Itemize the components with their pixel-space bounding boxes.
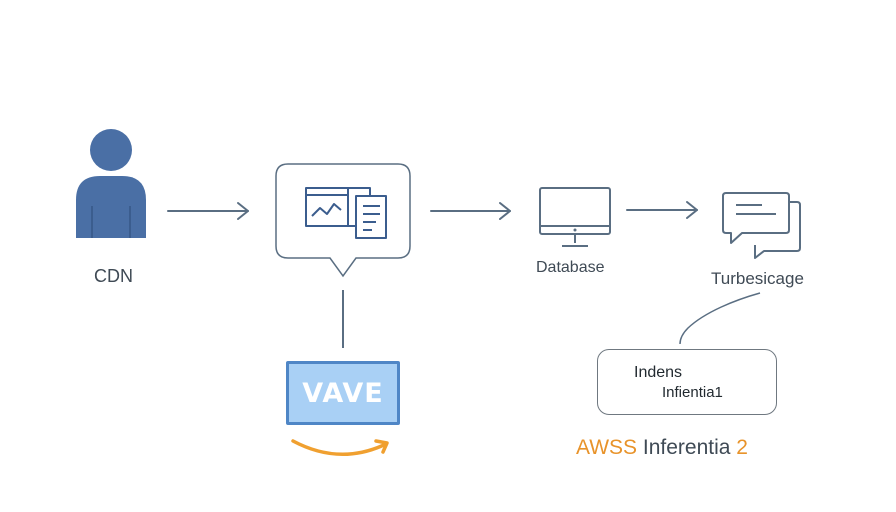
- arrow-cdn-to-processor: [167, 202, 249, 220]
- connector-turbo-to-inferentia: [679, 292, 761, 345]
- amazon-smile-logo: [291, 439, 389, 457]
- vave-box: VAVE: [286, 361, 400, 425]
- user-icon: [76, 129, 146, 238]
- arrow-processor-to-database: [430, 202, 511, 220]
- cdn-label: CDN: [94, 266, 133, 286]
- inferentia-box-line2: Infientia1: [662, 384, 723, 401]
- inferentia-box: [597, 349, 777, 415]
- database-label: Database: [536, 259, 605, 276]
- arrow-database-to-turbo: [626, 201, 698, 219]
- document-chart-icon: [305, 187, 387, 239]
- monitor-icon: [539, 187, 611, 247]
- inferentia-box-line1: Indens: [634, 364, 683, 381]
- vave-label: VAVE: [302, 377, 384, 409]
- aws-title-suffix: 2: [736, 436, 748, 459]
- monitor-power-dot: [573, 228, 577, 232]
- aws-title-prefix: AWSS: [576, 436, 638, 459]
- processor-bubble: [275, 163, 411, 278]
- aws-inferentia-title: AWSS Inferentia 2: [576, 436, 748, 460]
- aws-title-middle: Inferentia: [637, 436, 737, 459]
- chat-icon: [722, 192, 801, 259]
- turbo-label: Turbesicage: [711, 269, 804, 288]
